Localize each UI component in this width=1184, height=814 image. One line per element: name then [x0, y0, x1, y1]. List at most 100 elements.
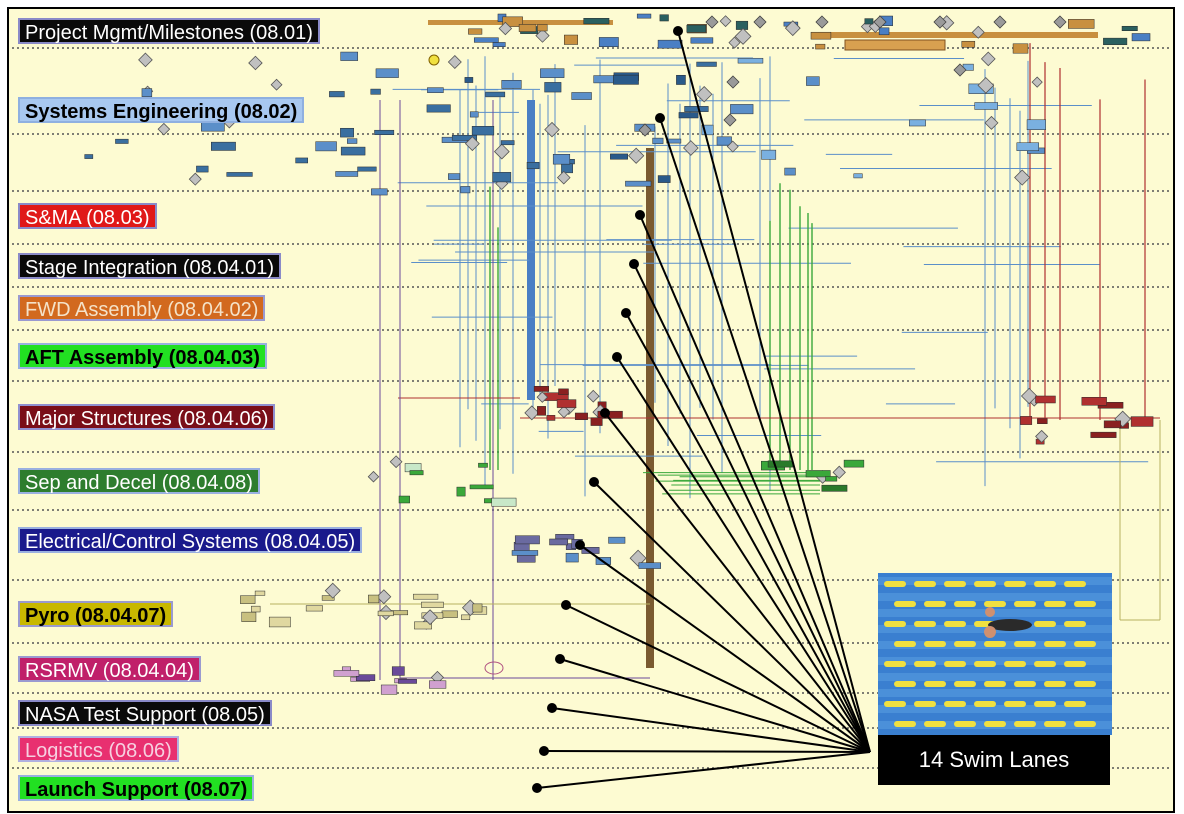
lane-rope-float	[1034, 661, 1056, 667]
task-node	[625, 180, 652, 187]
task-node	[514, 535, 540, 545]
milestone-diamond	[728, 36, 741, 49]
task-node	[241, 611, 257, 622]
connector-dot	[547, 703, 557, 713]
task-node	[268, 616, 291, 628]
lane-rope-float	[1064, 581, 1086, 587]
milestone-bar	[844, 39, 946, 51]
milestone-diamond	[953, 63, 967, 77]
connector-dot	[600, 408, 610, 418]
lane-rope-float	[884, 661, 906, 667]
pool-ripple	[878, 609, 1112, 617]
milestone-diamond	[498, 21, 513, 36]
lane-rope-float	[984, 721, 1006, 727]
task-node	[84, 154, 94, 159]
task-node	[468, 28, 483, 35]
task-node	[254, 590, 266, 596]
milestone-diamond	[832, 465, 846, 480]
milestone-diamond	[628, 147, 645, 164]
task-node	[767, 460, 794, 468]
task-node	[315, 141, 337, 152]
lane-label: Logistics (08.06)	[18, 736, 179, 762]
connector-line	[559, 658, 871, 753]
milestone-diamond	[1035, 429, 1049, 444]
connector-line	[625, 312, 871, 753]
lane-rope-float	[914, 661, 936, 667]
milestone-diamond	[726, 75, 740, 89]
task-node	[448, 173, 461, 180]
connector-line	[565, 604, 871, 753]
task-node	[784, 167, 796, 176]
task-node	[565, 552, 579, 563]
lane-rope-float	[974, 581, 996, 587]
task-node	[368, 594, 380, 604]
lane-label: Launch Support (08.07)	[18, 775, 255, 801]
milestone-diamond	[726, 140, 739, 153]
milestone-diamond	[138, 52, 153, 68]
task-node	[684, 106, 709, 112]
task-node	[409, 470, 424, 476]
milestone-diamond	[157, 122, 171, 136]
lane-label: Electrical/Control Systems (08.04.05)	[18, 527, 363, 553]
lane-rope-float	[1014, 641, 1036, 647]
task-node	[492, 172, 512, 183]
milestone-diamond	[188, 172, 202, 186]
task-node	[815, 43, 826, 50]
task-node	[500, 140, 515, 146]
milestone-diamond	[544, 121, 560, 138]
task-node	[638, 562, 661, 569]
task-node	[370, 88, 381, 95]
task-node	[735, 20, 749, 30]
task-node	[473, 37, 499, 43]
task-node	[657, 175, 671, 183]
milestone-diamond	[629, 549, 647, 567]
lane-rope-float	[1034, 581, 1056, 587]
milestone-diamond	[524, 405, 540, 421]
lane-rope-float	[1004, 701, 1026, 707]
milestone-diamond	[556, 170, 571, 185]
lane-rope-float	[1034, 621, 1056, 627]
task-node	[226, 172, 253, 177]
pool-ripple	[878, 705, 1112, 713]
task-node	[391, 666, 405, 676]
task-node	[340, 51, 359, 61]
task-node	[961, 40, 976, 48]
lane-rope-float	[984, 681, 1006, 687]
lane-rope-float	[954, 641, 976, 647]
lane-label: S&MA (08.03)	[18, 203, 157, 229]
connector-dot	[673, 26, 683, 36]
lane-rope-float	[1004, 661, 1026, 667]
task-node	[686, 24, 707, 33]
milestone-diamond	[536, 391, 549, 403]
lane-rope-float	[1074, 681, 1096, 687]
milestone-diamond	[933, 15, 947, 29]
task-node	[546, 415, 556, 421]
milestone-diamond	[695, 86, 713, 103]
pool-ripple	[878, 593, 1112, 601]
task-node	[676, 74, 686, 85]
lane-label: RSRMV (08.04.04)	[18, 656, 201, 682]
task-node	[398, 495, 410, 504]
task-node	[441, 610, 458, 618]
connector-line	[543, 750, 871, 753]
lane-rope-float	[924, 721, 946, 727]
milestone-diamond	[719, 15, 732, 28]
task-node	[469, 111, 479, 118]
task-node	[583, 18, 610, 25]
task-node	[537, 406, 546, 416]
task-node	[451, 135, 478, 141]
pool-ripple	[878, 657, 1112, 665]
task-node	[456, 486, 466, 497]
milestone-diamond	[586, 389, 600, 403]
lane-rope-float	[1014, 721, 1036, 727]
task-node	[610, 153, 628, 160]
connector-line	[677, 30, 871, 753]
milestone-diamond	[447, 55, 462, 69]
task-node	[853, 173, 863, 179]
task-node	[1016, 142, 1039, 151]
task-node	[115, 138, 129, 144]
task-node	[549, 538, 569, 546]
lane-rope-float	[954, 601, 976, 607]
milestone-diamond	[971, 25, 985, 39]
